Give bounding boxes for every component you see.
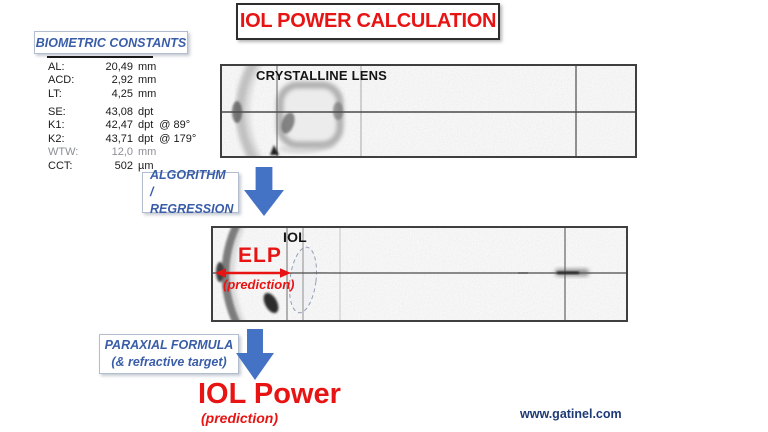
oct-scan-graphic xyxy=(222,66,635,156)
page-title: IOL POWER CALCULATION xyxy=(236,3,500,40)
row-unit: mm xyxy=(138,146,157,159)
paraxial-formula-box: PARAXIAL FORMULA (& refractive target) xyxy=(99,334,239,374)
row-unit: mm xyxy=(138,74,157,87)
down-arrow-icon xyxy=(236,329,274,380)
iol-label: IOL xyxy=(283,229,307,245)
table-row: CCT: 502 µm xyxy=(48,159,196,173)
row-label: WTW: xyxy=(48,146,79,159)
row-value: 502 xyxy=(114,159,133,172)
table-row: LT: 4,25 mm xyxy=(48,87,196,101)
row-extra: @ 89° xyxy=(159,119,191,132)
row-unit: dpt xyxy=(138,105,154,118)
row-label: CCT: xyxy=(48,159,73,172)
row-label: SE: xyxy=(48,105,66,118)
algorithm-line2: / REGRESSION xyxy=(150,185,234,216)
table-row: K1: 42,47 dpt @ 89° xyxy=(48,118,196,132)
algorithm-regression-box: ALGORITHM / REGRESSION xyxy=(142,168,239,216)
row-value: 43,08 xyxy=(105,105,133,118)
row-value: 42,47 xyxy=(105,119,133,132)
paraxial-line1: PARAXIAL FORMULA xyxy=(104,338,234,352)
biometric-constants-header: BIOMETRIC CONSTANTS xyxy=(34,31,188,54)
row-label: K1: xyxy=(48,119,65,132)
table-row: SE: 43,08 dpt xyxy=(48,105,196,119)
iol-scan-image: IOL ELP (prediction) xyxy=(211,226,628,322)
row-unit: dpt xyxy=(138,119,154,132)
row-value: 4,25 xyxy=(111,87,133,100)
biometric-table: AL: 20,49 mm ACD: 2,92 mm LT: 4,25 mm SE: 43,08… xyxy=(48,60,196,173)
row-label: K2: xyxy=(48,132,65,145)
row-value: 2,92 xyxy=(111,74,133,87)
table-row: AL: 20,49 mm xyxy=(48,60,196,74)
down-arrow-icon xyxy=(244,167,284,216)
website-link[interactable]: www.gatinel.com xyxy=(520,407,622,421)
row-label: AL: xyxy=(48,60,65,73)
biometric-table-rule xyxy=(47,56,153,58)
row-unit: mm xyxy=(138,87,157,100)
row-extra: @ 179° xyxy=(159,132,197,145)
row-unit: dpt xyxy=(138,132,154,145)
row-unit: µm xyxy=(138,159,154,172)
row-value: 20,49 xyxy=(105,60,133,73)
row-label: LT: xyxy=(48,87,62,100)
iol-power-result-title: IOL Power xyxy=(198,378,341,410)
iol-power-result-subtitle: (prediction) xyxy=(201,410,278,426)
row-value: 43,71 xyxy=(105,132,133,145)
table-row: ACD: 2,92 mm xyxy=(48,74,196,88)
crystalline-lens-label: CRYSTALLINE LENS xyxy=(256,68,388,83)
elp-prediction-label: (prediction) xyxy=(223,277,295,292)
row-label: ACD: xyxy=(48,74,75,87)
algorithm-line1: ALGORITHM xyxy=(150,168,226,182)
elp-double-arrow-icon xyxy=(215,268,291,278)
elp-label: ELP xyxy=(238,244,282,267)
table-row: WTW: 12,0 mm xyxy=(48,146,196,160)
row-unit: mm xyxy=(138,60,157,73)
paraxial-line2: (& refractive target) xyxy=(111,355,227,369)
row-value: 12,0 xyxy=(111,146,133,159)
table-row: K2: 43,71 dpt @ 179° xyxy=(48,132,196,146)
crystalline-lens-scan-image: CRYSTALLINE LENS xyxy=(220,64,637,158)
